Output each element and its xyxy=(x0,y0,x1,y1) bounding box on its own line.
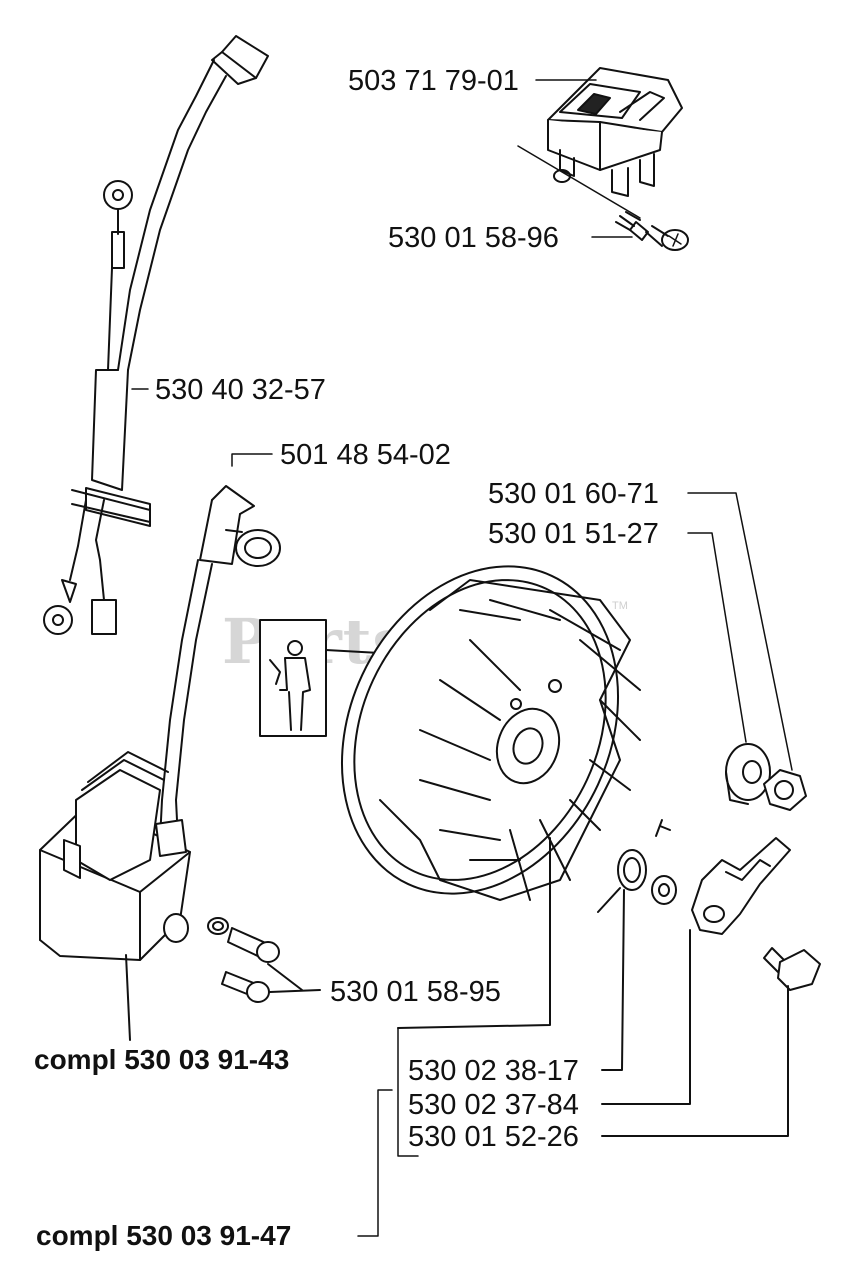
label-flywheel[interactable]: compl 530 03 91-47 xyxy=(36,1220,292,1251)
switch-screw[interactable] xyxy=(615,211,689,251)
nut[interactable] xyxy=(763,769,807,811)
label-wire[interactable]: 530 40 32-57 xyxy=(155,374,326,406)
label-ignition-module[interactable]: compl 530 03 91-43 xyxy=(34,1044,290,1075)
pawl[interactable] xyxy=(601,837,791,1105)
label-switch[interactable]: 503 71 79-01 xyxy=(348,65,519,97)
ignition-module[interactable] xyxy=(39,559,213,1041)
group-brackets xyxy=(357,1027,419,1237)
label-pawl-screw[interactable]: 530 01 52-26 xyxy=(408,1121,579,1153)
ignition-screws[interactable] xyxy=(207,917,321,1003)
label-washer-a[interactable]: 530 01 60-71 xyxy=(488,478,659,510)
label-spark-cap[interactable]: 501 48 54-02 xyxy=(280,439,451,471)
label-washer-b[interactable]: 530 01 51-27 xyxy=(488,518,659,550)
washer[interactable] xyxy=(725,743,771,805)
spring-washer[interactable] xyxy=(651,875,677,905)
spring[interactable] xyxy=(597,819,671,1071)
label-ignition-screws[interactable]: 530 01 58-95 xyxy=(330,976,501,1008)
stop-switch[interactable] xyxy=(517,67,683,219)
short-circuit-cable[interactable] xyxy=(43,35,269,635)
label-pawl[interactable]: 530 02 37-84 xyxy=(408,1089,579,1121)
label-spring[interactable]: 530 02 38-17 xyxy=(408,1055,579,1087)
spark-plug-cap[interactable] xyxy=(199,485,281,567)
label-switch-screw[interactable]: 530 01 58-96 xyxy=(388,222,559,254)
leader-lines xyxy=(131,79,793,771)
watermark-trademark: TM xyxy=(612,600,628,612)
flywheel[interactable] xyxy=(290,521,669,1029)
pawl-screw[interactable] xyxy=(601,947,821,1137)
mechanic-icon xyxy=(259,619,421,737)
